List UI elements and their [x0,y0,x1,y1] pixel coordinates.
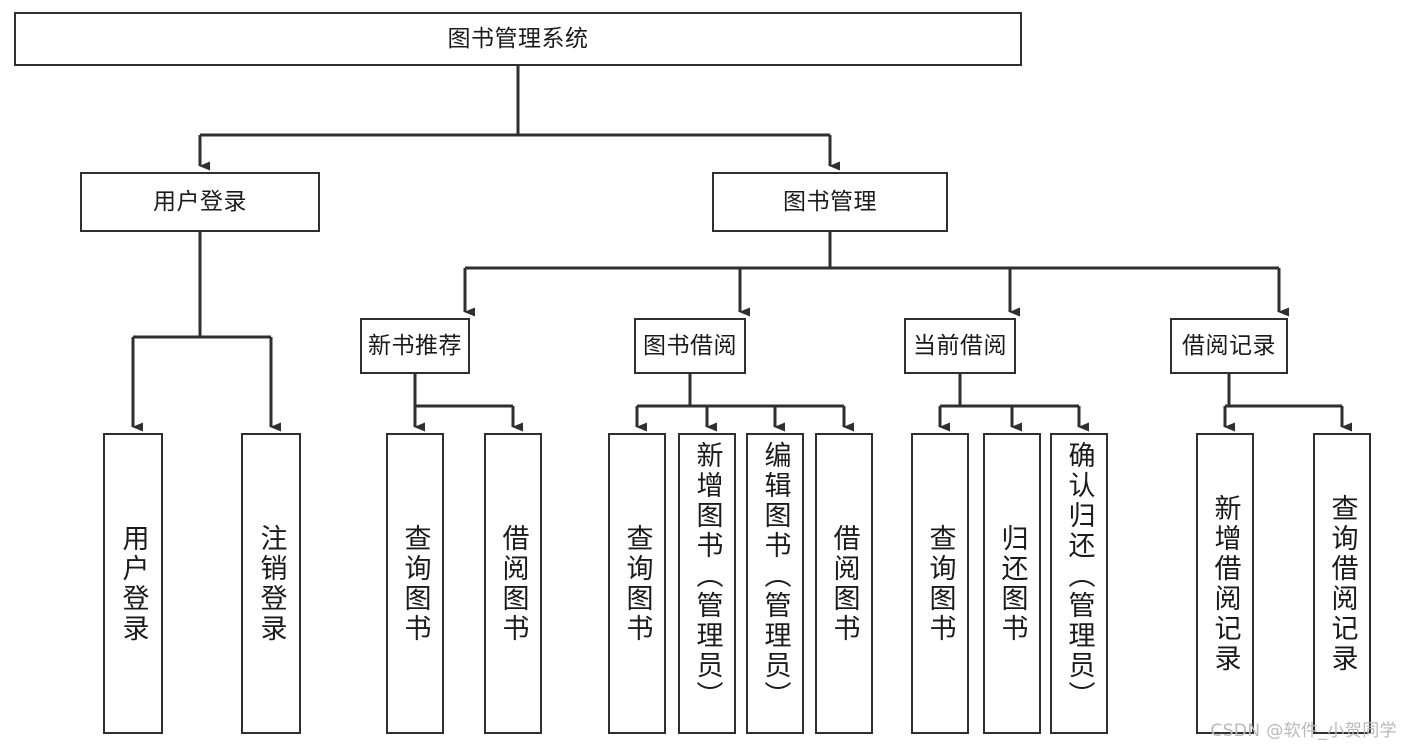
node-label: 用户登录 [117,523,149,644]
node-borrow-records[interactable]: 借阅记录 [1170,318,1288,374]
leaf-current-query-book[interactable]: 查询图书 [911,433,969,734]
node-book-management[interactable]: 图书管理 [712,172,948,232]
node-label: 当前借阅 [913,332,1007,359]
node-label: 查询图书 [924,523,956,644]
watermark-text: CSDN @软件_小贺同学 [1210,721,1397,741]
node-new-book-recommend[interactable]: 新书推荐 [360,318,470,374]
leaf-borrow-borrow-book[interactable]: 借阅图书 [815,433,873,734]
node-label: 注销登录 [255,523,287,644]
leaf-borrow-edit-book-admin[interactable]: 编辑图书（管理员） [746,433,804,734]
node-label: 查询图书 [399,523,431,644]
node-label: 图书借阅 [643,332,737,359]
node-label: 新书推荐 [368,332,462,359]
leaf-current-return-book[interactable]: 归还图书 [983,433,1041,734]
node-label: 用户登录 [153,188,247,215]
leaf-borrow-query-book[interactable]: 查询图书 [608,433,666,734]
leaf-current-confirm-return-admin[interactable]: 确认归还（管理员） [1050,433,1108,734]
node-label: 确认归还（管理员） [1063,441,1095,711]
node-label: 新增图书（管理员） [691,441,723,711]
node-label: 图书管理 [783,188,877,215]
leaf-user-login-login[interactable]: 用户登录 [103,433,163,734]
leaf-new-book-query[interactable]: 查询图书 [386,433,444,734]
node-root-system[interactable]: 图书管理系统 [14,12,1022,66]
node-label: 借阅记录 [1182,332,1276,359]
node-book-borrow[interactable]: 图书借阅 [634,318,746,374]
node-label: 新增借阅记录 [1209,493,1241,674]
leaf-borrow-add-book-admin[interactable]: 新增图书（管理员） [678,433,736,734]
node-label: 查询图书 [621,523,653,644]
node-label: 图书管理系统 [447,25,589,52]
leaf-user-login-logout[interactable]: 注销登录 [241,433,301,734]
leaf-records-add-record[interactable]: 新增借阅记录 [1196,433,1254,734]
leaf-records-query-record[interactable]: 查询借阅记录 [1313,433,1371,734]
node-current-borrow[interactable]: 当前借阅 [904,318,1016,374]
node-label: 借阅图书 [828,523,860,644]
node-label: 编辑图书（管理员） [759,441,791,711]
leaf-new-book-borrow[interactable]: 借阅图书 [484,433,542,734]
node-label: 查询借阅记录 [1326,493,1358,674]
node-user-login[interactable]: 用户登录 [80,172,320,232]
node-label: 借阅图书 [497,523,529,644]
node-label: 归还图书 [996,523,1028,644]
